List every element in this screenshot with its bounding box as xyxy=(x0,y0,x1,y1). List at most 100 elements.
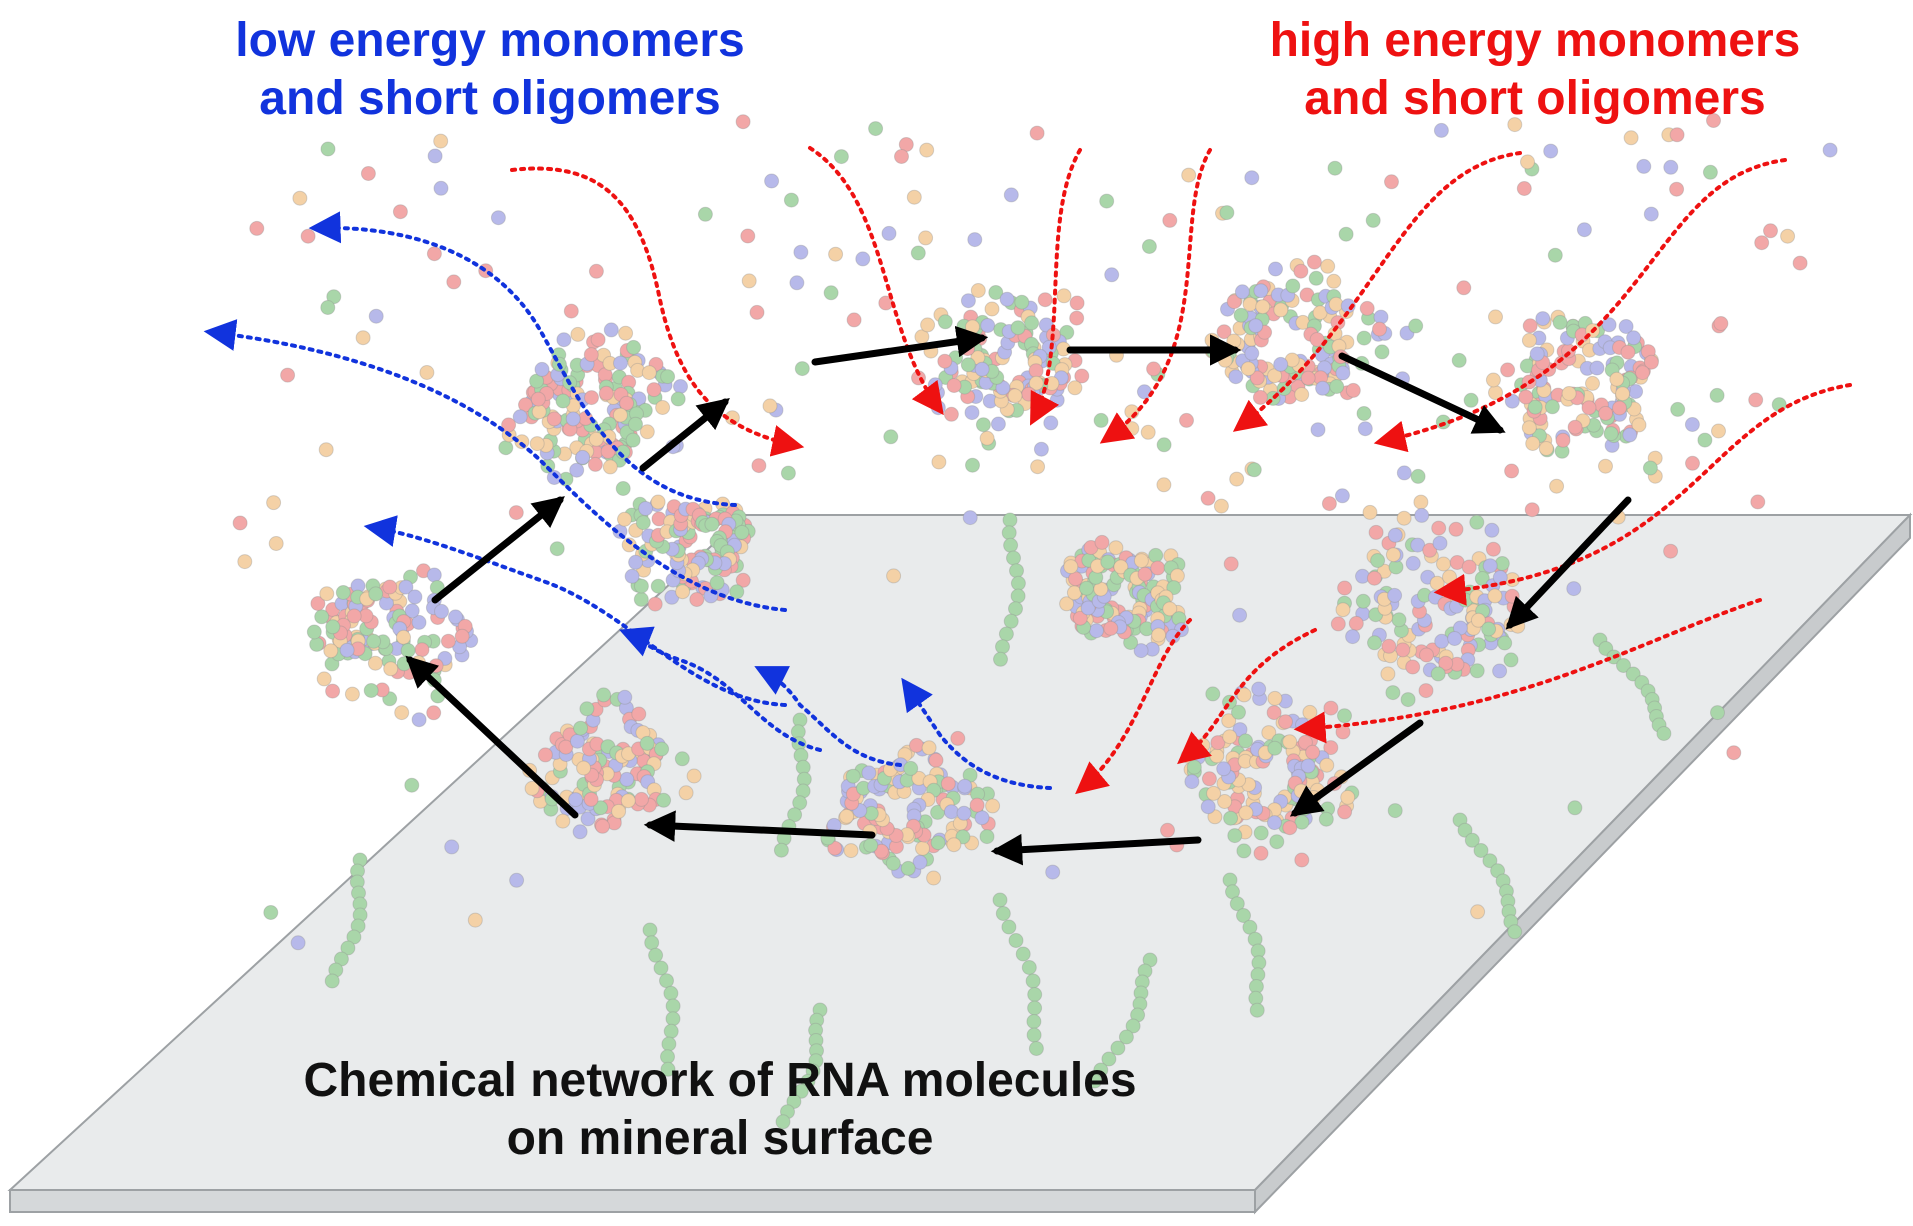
bead xyxy=(735,572,751,588)
bead xyxy=(612,407,628,423)
bead xyxy=(1267,368,1283,384)
bead xyxy=(1414,507,1430,523)
bead xyxy=(619,771,635,787)
bead xyxy=(1089,623,1104,639)
bead xyxy=(583,791,599,807)
bead xyxy=(434,603,449,619)
bead xyxy=(1367,635,1382,651)
bead xyxy=(314,609,330,625)
bead xyxy=(1015,946,1031,962)
bead xyxy=(665,998,681,1014)
bead xyxy=(292,190,308,206)
bead xyxy=(1156,477,1172,493)
bead xyxy=(846,312,862,328)
bead xyxy=(1162,212,1178,228)
bead xyxy=(1357,421,1373,437)
bead xyxy=(704,516,720,532)
bead xyxy=(903,760,919,776)
bead xyxy=(1010,575,1026,591)
bead xyxy=(1221,713,1237,729)
bead xyxy=(1408,318,1424,334)
network-cycle-arrows xyxy=(405,325,1632,866)
bead xyxy=(1255,299,1271,315)
bead xyxy=(1792,255,1808,271)
bead xyxy=(926,870,942,886)
bead xyxy=(1337,804,1353,820)
bead xyxy=(1469,514,1485,530)
bead xyxy=(512,409,528,425)
red-flow-arrow-9 xyxy=(1177,628,1317,765)
bead xyxy=(1374,344,1390,360)
bead xyxy=(689,592,705,607)
bead xyxy=(946,837,962,853)
bead xyxy=(642,922,658,938)
bead xyxy=(1413,494,1429,510)
bead xyxy=(1244,170,1260,186)
bead xyxy=(530,391,546,407)
bead xyxy=(1059,596,1075,612)
mineral-surface xyxy=(7,512,1913,1215)
bead xyxy=(1340,789,1356,805)
bead xyxy=(366,633,382,649)
bead xyxy=(531,404,547,420)
bead xyxy=(1410,537,1426,553)
bead xyxy=(588,263,604,279)
bead xyxy=(1008,601,1023,617)
bead xyxy=(1003,613,1019,629)
bead xyxy=(964,405,980,421)
bead xyxy=(644,935,660,951)
bead xyxy=(1037,292,1053,308)
bead xyxy=(833,149,849,165)
bead xyxy=(1118,1029,1134,1045)
bead xyxy=(927,377,943,393)
bead xyxy=(404,603,420,619)
bead xyxy=(1780,228,1796,244)
bead xyxy=(639,424,655,440)
bead xyxy=(1249,1002,1265,1018)
bead xyxy=(1305,744,1321,760)
bead xyxy=(1457,822,1473,838)
bead xyxy=(1024,315,1040,331)
bead xyxy=(909,737,924,753)
bead xyxy=(1635,365,1650,381)
bead xyxy=(326,289,342,305)
bead xyxy=(1268,261,1283,277)
bead xyxy=(1103,620,1119,636)
bead xyxy=(1293,263,1309,279)
bead xyxy=(675,584,691,600)
bead xyxy=(1396,510,1412,526)
bead xyxy=(1547,247,1563,263)
bead xyxy=(979,829,995,845)
bead xyxy=(1609,371,1625,387)
bead xyxy=(828,246,844,262)
bead xyxy=(400,643,416,658)
bead xyxy=(1337,708,1352,724)
bead xyxy=(673,379,688,394)
bead xyxy=(618,325,634,341)
bead xyxy=(344,686,360,702)
bead xyxy=(1186,759,1202,775)
bead xyxy=(1387,527,1403,543)
bead xyxy=(655,400,671,415)
bead xyxy=(428,658,444,674)
bead xyxy=(1529,346,1545,362)
bead xyxy=(1419,647,1434,663)
bead xyxy=(1365,212,1381,228)
bead xyxy=(1226,294,1242,310)
bead xyxy=(1205,686,1221,702)
bead xyxy=(1029,125,1045,141)
bead xyxy=(534,361,550,377)
bead xyxy=(863,837,879,853)
bead xyxy=(1329,379,1345,394)
bead xyxy=(1267,690,1283,706)
bead xyxy=(1326,273,1342,289)
bead xyxy=(1094,534,1110,550)
bead xyxy=(396,629,411,645)
bead xyxy=(427,148,443,164)
bead xyxy=(316,671,332,687)
bead xyxy=(1400,692,1416,708)
bead xyxy=(1323,700,1339,716)
bead xyxy=(319,586,335,602)
bead xyxy=(568,792,584,808)
